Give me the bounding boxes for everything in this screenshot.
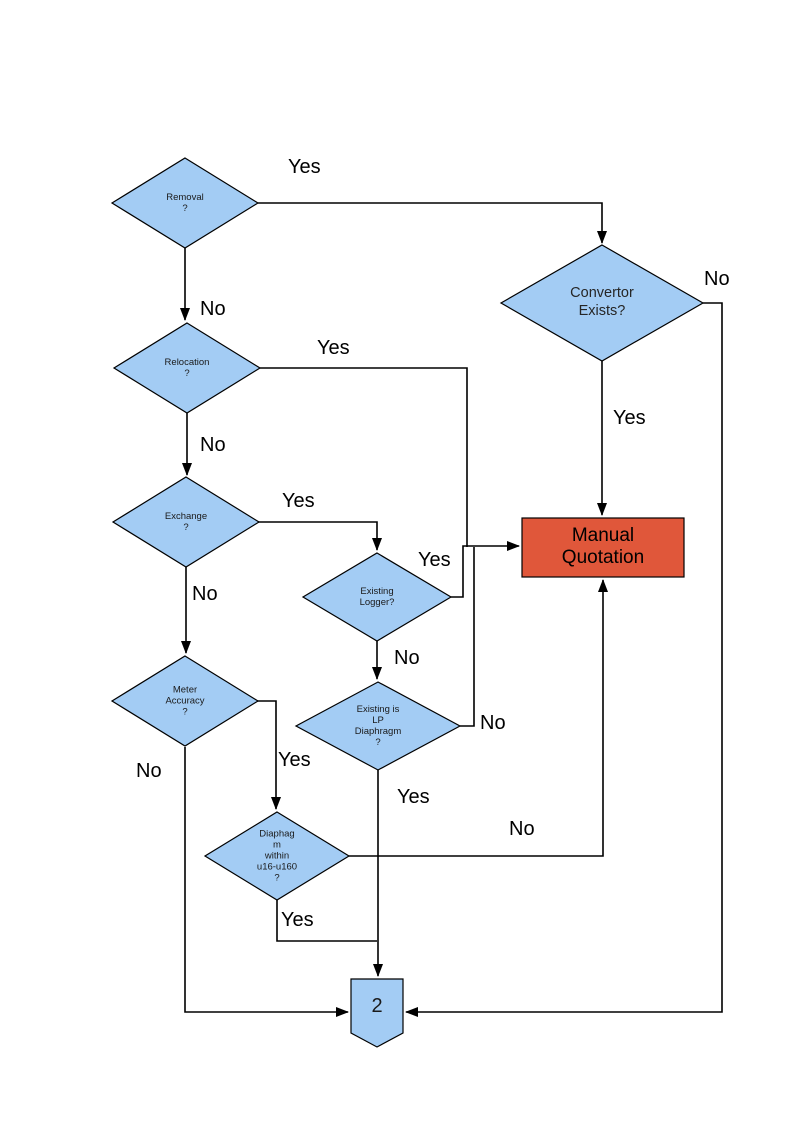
- diaphragm-range-diamond: [203, 811, 351, 901]
- lp-no-label: No: [480, 712, 506, 734]
- edge-relocation-yes: [260, 367, 468, 547]
- existing-lp-diaphragm-diamond: [294, 681, 462, 771]
- relocation-yes-label: Yes: [317, 337, 350, 359]
- exchange-label: Exchange ?: [164, 511, 208, 533]
- meter-accuracy-label: Meter Accuracy ?: [165, 684, 205, 718]
- edge-meter-accuracy-no: [184, 747, 349, 1017]
- existing-logger-diamond: [301, 552, 453, 642]
- manual-quotation-label: Manual Quotation: [561, 525, 645, 568]
- exchange-yes-label: Yes: [282, 490, 315, 512]
- exchange-diamond: [111, 476, 261, 568]
- convertor-exists-diamond: [499, 244, 705, 362]
- meter-accuracy-no-label: No: [136, 760, 162, 782]
- relocation-diamond: [112, 322, 262, 414]
- edge-lp-no: [460, 547, 475, 727]
- removal-yes-label: Yes: [288, 156, 321, 178]
- meter-accuracy-yes-label: Yes: [278, 749, 311, 771]
- edge-convertor-no: [405, 302, 723, 1017]
- removal-label: Removal ?: [166, 192, 204, 214]
- convertor-no-label: No: [704, 268, 730, 290]
- existing-logger-no-label: No: [394, 647, 420, 669]
- relocation-no-label: No: [200, 434, 226, 456]
- edge-removal-yes: [258, 202, 607, 244]
- existing-logger-yes-label: Yes: [418, 549, 451, 571]
- existing-lp-diaphragm-label: Existing is LP Diaphragm ?: [354, 704, 402, 748]
- convertor-yes-label: Yes: [613, 407, 646, 429]
- existing-logger-label: Existing Logger?: [359, 586, 395, 608]
- removal-diamond: [110, 157, 260, 249]
- edge-existing-logger-yes: [451, 541, 520, 598]
- edge-exchange-yes: [258, 521, 382, 551]
- meter-accuracy-diamond: [110, 655, 260, 747]
- convertor-exists-label: Convertor Exists?: [570, 285, 634, 319]
- removal-no-label: No: [200, 298, 226, 320]
- edge-diaphragm-no: [349, 579, 608, 857]
- lp-yes-label: Yes: [397, 786, 430, 808]
- diaphragm-no-label: No: [509, 818, 535, 840]
- offpage-connector-2: [350, 978, 404, 1048]
- edge-meter-accuracy-yes: [257, 700, 281, 810]
- diaphragm-yes-label: Yes: [281, 909, 314, 931]
- offpage-connector-2-label: 2: [371, 995, 383, 1017]
- diaphragm-range-label: Diaphag m within u16-u160 ?: [256, 828, 298, 884]
- relocation-label: Relocation ?: [164, 357, 210, 379]
- manual-quotation-box: [521, 517, 685, 578]
- edge-diaphragm-yes: [276, 900, 377, 942]
- exchange-no-label: No: [192, 583, 218, 605]
